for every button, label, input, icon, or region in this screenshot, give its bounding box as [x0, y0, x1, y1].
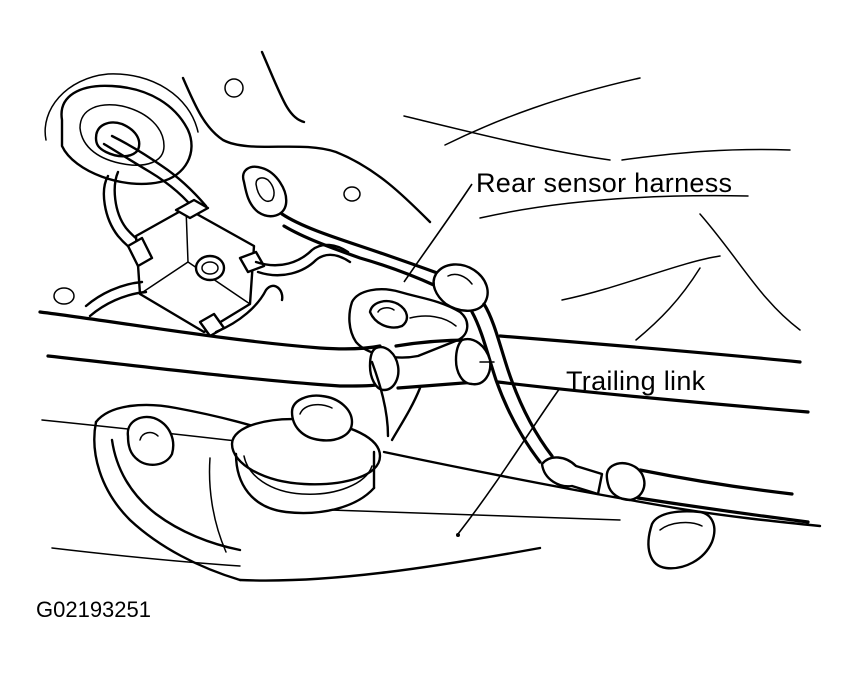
trailing-link-arm	[51, 403, 822, 582]
outgoing-lines	[53, 243, 352, 334]
leader-endpoint-dot	[456, 533, 460, 537]
mounting-lug	[647, 510, 716, 570]
rear-sensor-harness-cable	[241, 165, 810, 524]
body-panel	[181, 50, 801, 341]
axle-rubber-mount	[230, 360, 422, 515]
bushing-grommet	[44, 73, 199, 186]
trailing-link-label: Trailing link	[566, 366, 706, 396]
junction-block	[126, 198, 266, 338]
suspension-tubes	[38, 310, 810, 459]
harness-leader-line	[403, 183, 473, 283]
leader-lines	[403, 183, 561, 537]
rear-sensor-harness-label: Rear sensor harness	[476, 168, 733, 198]
figure-id: G02193251	[36, 597, 151, 622]
trailing-link-leader-line	[457, 387, 561, 535]
